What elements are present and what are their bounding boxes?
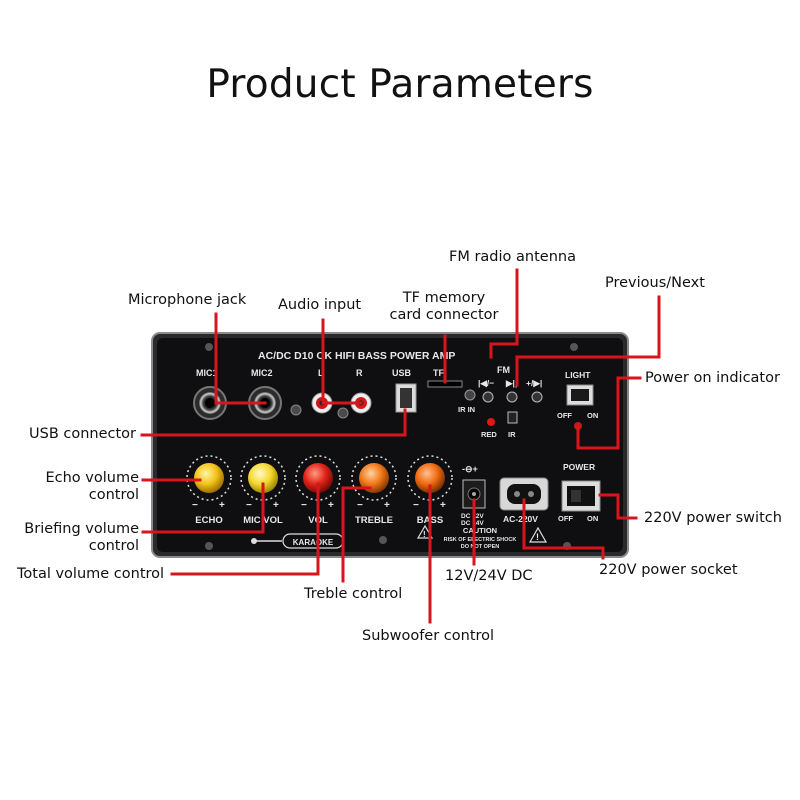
screw [337,407,349,419]
callout-dc: 12V/24V DC [445,568,533,584]
echo-label: ECHO [195,515,222,526]
callout-power-indicator: Power on indicator [645,370,780,386]
mic-plus: + [273,500,279,511]
red-led [487,418,495,426]
ac-label: AC-220V [503,514,538,524]
callout-line-previous-next [515,295,661,387]
mic2-label: MIC2 [251,368,273,378]
callout-line-microphone-jack [214,312,267,405]
mic1-label: MIC1 [196,368,218,378]
callout-briefing-line1: Briefing volume [24,521,139,537]
tf-label: TF [433,368,444,378]
warning-triangle-icon [528,526,548,543]
light-label: LIGHT [565,370,591,380]
treble-label: TREBLE [355,515,393,526]
caution-line1: RISK OF ELECTRIC SHOCK [444,537,517,543]
panel-header-text: AC/DC D10 OK HIFI BASS POWER AMP [258,350,455,362]
callout-audio-input: Audio input [278,297,362,313]
callout-tf-card-line1: TF memory [402,290,486,306]
prev-button-label: |◀/− [478,378,494,388]
bass-knob[interactable] [407,455,453,501]
screw [290,404,302,416]
callout-echo-line1: Echo volume [45,470,139,486]
callout-echo: Echo volume control [0,470,139,504]
callout-power-switch: 220V power switch [644,510,782,526]
callout-tf-card: TF memory card connector [380,290,508,324]
ir-sensor [507,411,518,424]
callout-line-audio-input [321,318,363,405]
ir-receiver [464,389,476,401]
callout-power-socket: 220V power socket [599,562,738,578]
play-button-label: ▶|| [505,378,517,388]
karaoke-label: KARAOKE [293,538,334,547]
power-on-label: ON [587,514,598,523]
previous-button[interactable] [482,391,494,403]
callout-line-usb [140,408,407,437]
callout-line-treble [341,486,372,583]
callout-line-power-indicator [576,376,642,450]
usb-label: USB [392,368,412,378]
callout-line-fm-antenna [489,268,519,359]
treble-plus: + [384,500,390,511]
callout-microphone-jack: Microphone jack [128,292,247,308]
mic-minus: − [246,500,252,511]
volume-knob[interactable] [295,455,341,501]
screw [379,536,387,544]
callout-tf-card-line2: card connector [389,307,499,323]
caution-line2: DO NOT OPEN [461,544,500,550]
callout-subwoofer: Subwoofer control [362,628,495,644]
play-pause-button[interactable] [506,391,518,403]
callout-line-power-socket [522,498,605,560]
next-button[interactable] [531,391,543,403]
next-button-label: +/▶| [526,378,542,388]
echo-plus: + [219,500,225,511]
mic-volume-knob[interactable] [240,455,286,501]
fm-label: FM [497,365,510,375]
echo-knob[interactable] [186,455,232,501]
screw [205,343,213,351]
caution-title: CAUTION [463,526,497,535]
light-off-label: OFF [557,411,572,420]
treble-minus: − [357,500,363,511]
callout-lines [140,268,661,624]
red-label: RED [481,430,497,439]
vol-minus: − [301,500,307,511]
callout-line-total-volume [170,482,320,576]
bass-minus: − [413,500,419,511]
light-on-label: ON [587,411,598,420]
vol-plus: + [328,500,334,511]
callout-echo-line2: control [88,487,139,503]
callout-total-volume: Total volume control [17,566,165,582]
callout-briefing: Briefing volume control [0,521,139,555]
echo-minus: − [192,500,198,511]
callout-usb: USB connector [29,426,137,442]
callout-line-power-switch [598,493,638,520]
ir-in-label: IR IN [458,405,475,414]
rca-r-label: R [356,368,363,378]
callout-treble: Treble control [304,586,403,602]
treble-knob[interactable] [351,455,397,501]
power-label: POWER [563,462,595,472]
callout-line-briefing [141,482,265,534]
amplifier-panel: AC/DC D10 OK HIFI BASS POWER AMP MIC1 MI… [151,332,629,558]
callout-fm-antenna: FM radio antenna [449,249,576,265]
page-title: Product Parameters [206,62,594,107]
rca-l-label: L [318,368,324,378]
callout-previous-next: Previous/Next [605,275,705,291]
screw [205,542,213,550]
callout-briefing-line2: control [88,538,139,554]
warning-mark-left: ! [423,530,426,539]
screw [570,343,578,351]
power-indicator-led [574,422,582,430]
ir-label: IR [508,430,516,439]
dc-symbol: -⊖+ [462,464,478,474]
power-off-label: OFF [558,514,573,523]
warning-mark-right: ! [536,532,539,542]
bass-plus: + [440,500,446,511]
